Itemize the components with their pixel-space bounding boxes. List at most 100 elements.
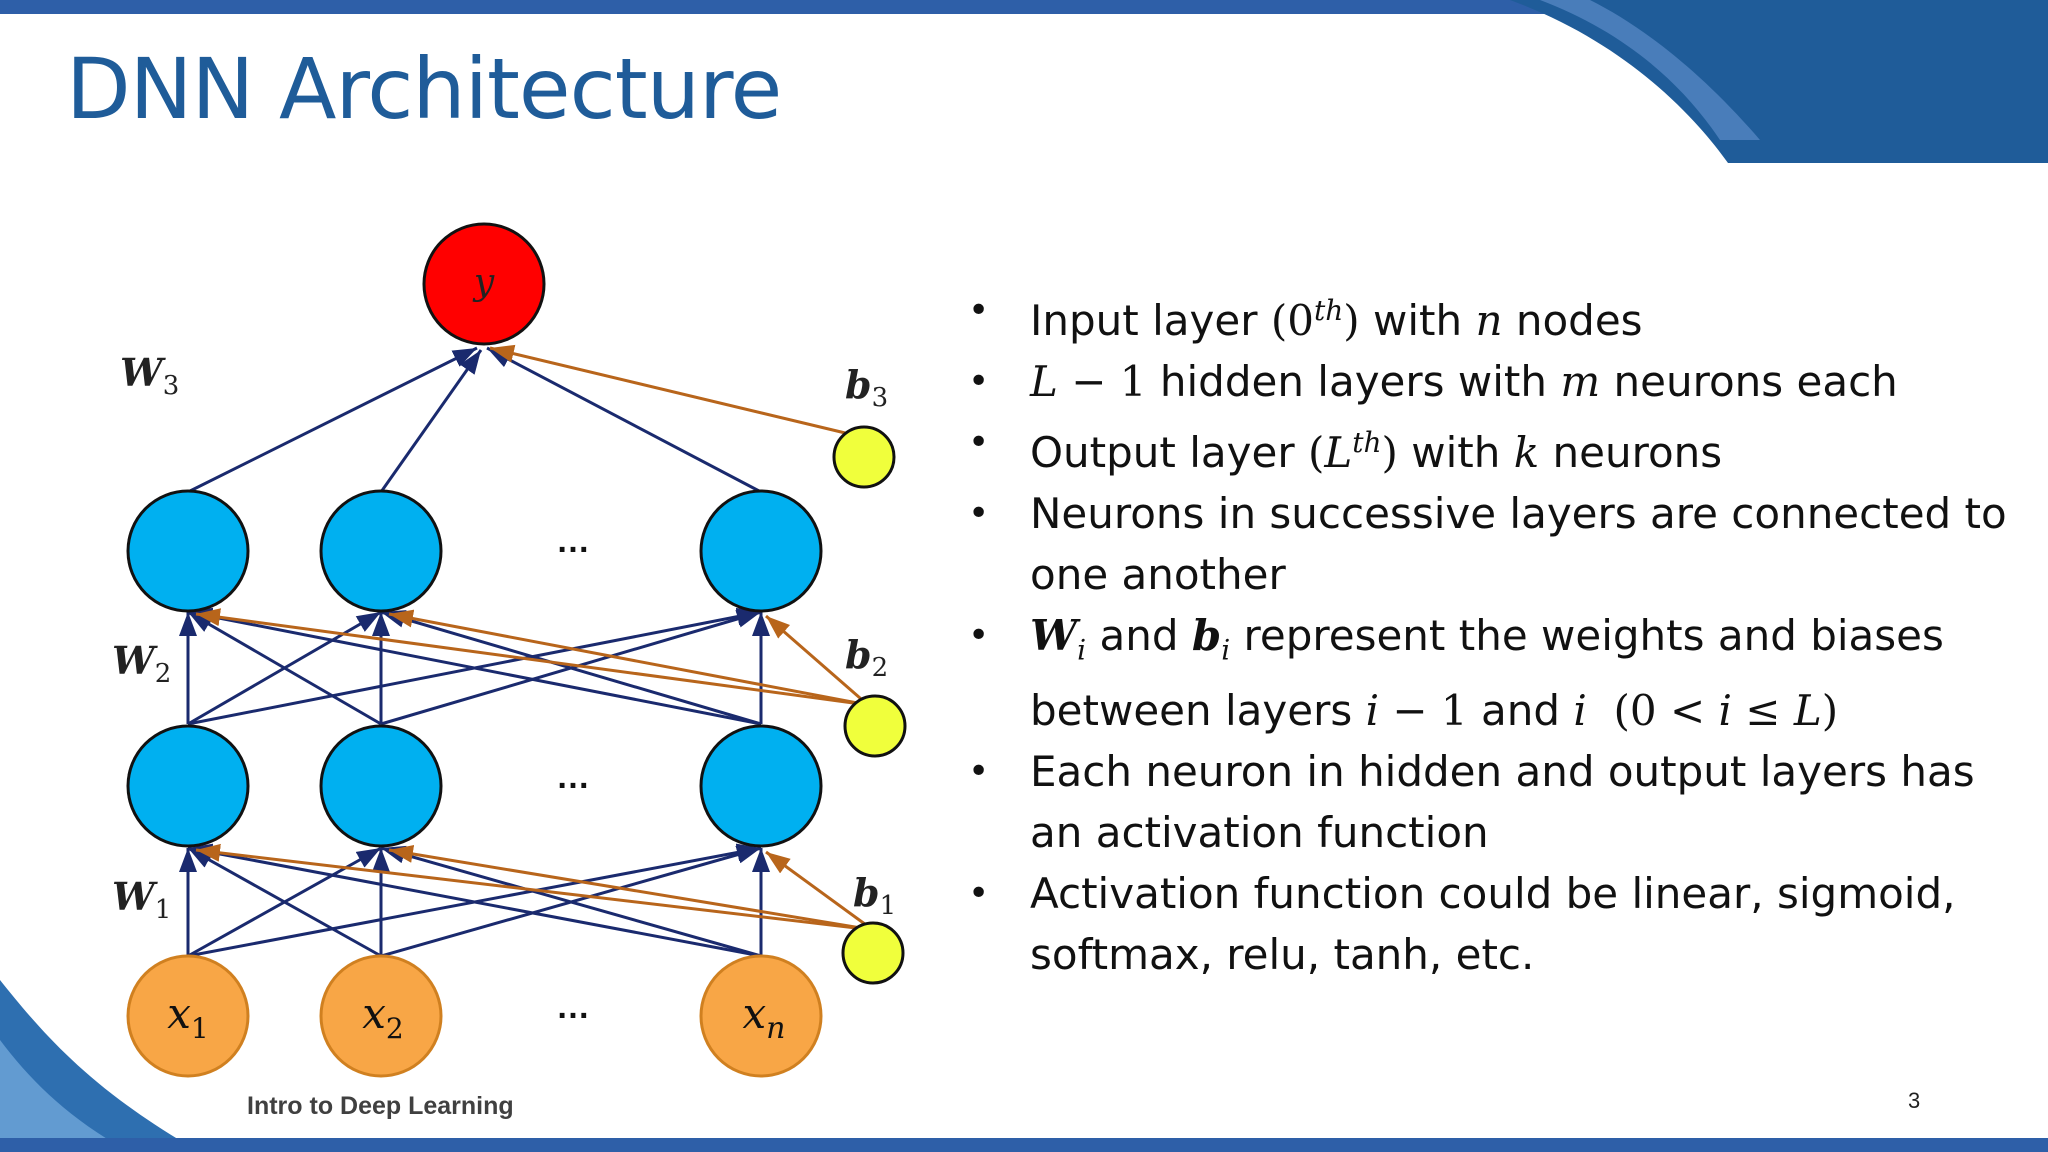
bullet-text: with (1397, 428, 1514, 477)
top-right-wave-highlight (1540, 0, 1760, 140)
math-variable: i (1718, 686, 1732, 736)
edge-b1 (195, 843, 874, 932)
bullet-input-layer: Input layer (0th) with n nodes (962, 280, 2022, 351)
bullet-text: represent the weights and biases between… (1030, 611, 1944, 736)
math-variable: L (1793, 686, 1822, 736)
math-variable: n (1475, 296, 1503, 345)
edge-b1 (388, 845, 874, 932)
output-node (422, 222, 546, 346)
math-variable: k (1513, 428, 1540, 477)
edge-b1 (765, 850, 874, 932)
edge-w2 (187, 607, 762, 726)
ellipsis-hidden-2: … (556, 522, 590, 560)
input-node (319, 954, 443, 1078)
bias-label-b1: b1 (853, 870, 896, 921)
math-variable: m (1560, 357, 1601, 406)
input-node (126, 954, 250, 1078)
math: ( (1307, 428, 1325, 477)
hidden-node (699, 724, 823, 848)
page-title: DNN Architecture (66, 40, 782, 138)
input-node-label: xn (742, 989, 785, 1046)
math: ) (1381, 428, 1398, 477)
bullet-activation-types: Activation function could be linear, sig… (962, 863, 2022, 985)
bullet-text: and (1467, 686, 1574, 736)
edge-w3 (486, 346, 762, 494)
edge-b2 (195, 608, 869, 707)
bias-label-b2: b2 (845, 632, 888, 683)
math: ) (1821, 686, 1839, 736)
bias-node-b1 (841, 921, 905, 985)
math-variable: i (1573, 686, 1587, 736)
ellipses: … … … (556, 522, 590, 1026)
bullet-text: and (1086, 611, 1192, 660)
edge-w1 (187, 846, 382, 958)
math-variable: L (1030, 357, 1058, 406)
edge-w3 (187, 346, 478, 494)
input-node (699, 954, 823, 1078)
math-subscript: i (1077, 633, 1087, 667)
footer-text: Intro to Deep Learning (247, 1092, 514, 1120)
edge-b3 (489, 344, 863, 439)
nodes: y x1 x2 xn (126, 222, 907, 1078)
ellipsis-hidden-1: … (556, 758, 590, 796)
bottom-bar (0, 1138, 2048, 1152)
bullet-hidden-layers: L − 1 hidden layers with m neurons each (962, 351, 2022, 412)
edge-w2 (187, 610, 382, 726)
math-superscript: th (1352, 426, 1382, 459)
edge-w1 (380, 845, 762, 958)
bias-node-b3 (832, 425, 896, 489)
bullet-activation: Each neuron in hidden and output layers … (962, 741, 2022, 863)
math: (0 (1270, 296, 1314, 345)
math: (0 < (1586, 686, 1719, 736)
math-variable: i (1365, 686, 1380, 736)
bottom-left-wave-highlight (0, 1040, 130, 1152)
input-node-label: x1 (167, 989, 209, 1045)
bullet-text: Neurons in successive layers are connect… (1030, 489, 2007, 599)
math: − 1 (1057, 357, 1147, 406)
weight-label-w2: W2 (112, 638, 171, 689)
bullet-output-layer: Output layer (Lth) with k neurons (962, 412, 2022, 483)
math-subscript: i (1221, 633, 1231, 667)
edge-w3 (379, 349, 483, 493)
bullet-text: Output layer (1030, 428, 1308, 477)
edge-w1 (187, 843, 762, 958)
bullet-text: hidden layers with (1146, 357, 1561, 406)
math: ) (1343, 296, 1360, 345)
hidden-node (126, 724, 250, 848)
edge-w2 (380, 610, 762, 726)
layer-labels: W3 W2 W1 b3 b2 b1 (112, 350, 896, 925)
bullet-text: Each neuron in hidden and output layers … (1030, 747, 1975, 858)
bullet-text: neurons each (1600, 357, 1898, 406)
math: ≤ (1731, 686, 1794, 736)
bias-label-b3: b3 (845, 362, 888, 413)
weight-label-w3: W3 (120, 350, 179, 401)
bullet-text: neurons (1539, 428, 1723, 477)
edge-b2 (765, 614, 869, 707)
edge-b2 (388, 609, 869, 707)
bias-node-b2 (843, 694, 907, 758)
page-number: 3 (1908, 1088, 1921, 1113)
bullet-text: Activation function could be linear, sig… (1030, 869, 1956, 980)
bullet-list: Input layer (0th) with n nodes L − 1 hid… (962, 280, 2022, 985)
ellipsis-input: … (556, 988, 590, 1026)
math-variable: L (1324, 428, 1353, 477)
bullet-text: nodes (1502, 296, 1643, 345)
hidden-node (319, 489, 443, 613)
weight-label-w1: W1 (112, 874, 171, 925)
bullet-text: with (1359, 296, 1476, 345)
math-variable: W (1030, 611, 1078, 660)
input-node-label: x2 (362, 989, 404, 1045)
math: − 1 (1379, 686, 1468, 736)
hidden-node (126, 489, 250, 613)
weight-edges (179, 346, 770, 958)
bullet-text: Input layer (1030, 296, 1271, 345)
math-variable: b (1191, 611, 1222, 660)
output-node-label: y (472, 262, 495, 303)
math-superscript: th (1313, 294, 1344, 327)
hidden-node (699, 489, 823, 613)
bullet-weights-biases: Wi and bi represent the weights and bias… (962, 605, 2022, 741)
hidden-node (319, 724, 443, 848)
bias-edges (195, 344, 874, 932)
